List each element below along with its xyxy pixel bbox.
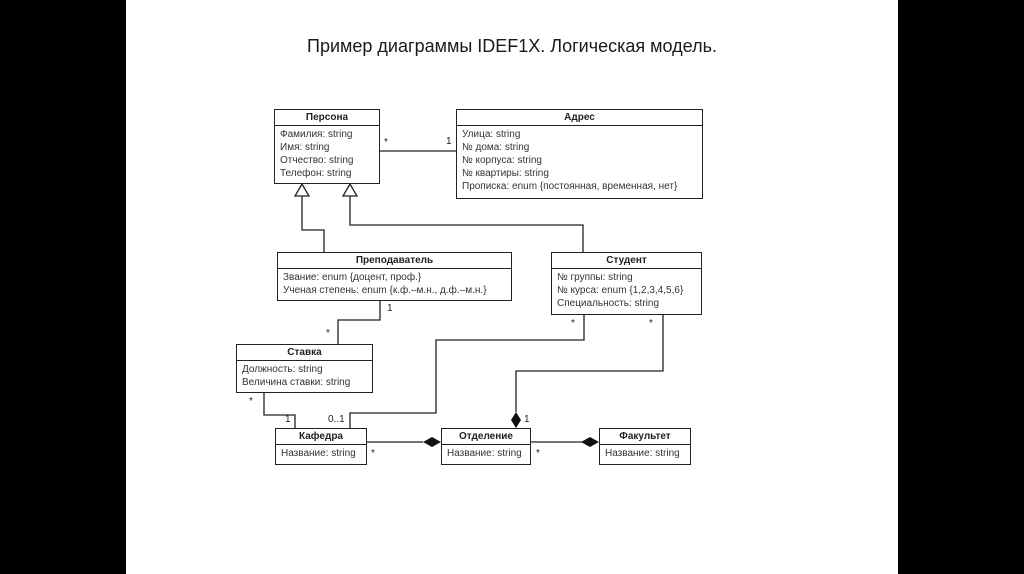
multiplicity-label: * (326, 328, 330, 339)
entity-stavka[interactable]: Ставка Должность: string Величина ставки… (236, 344, 373, 393)
entity-name: Студент (552, 253, 701, 269)
attribute: Прописка: enum {постоянная, временная, н… (462, 181, 678, 192)
attribute: Специальность: string (557, 298, 660, 309)
assoc-student-otdelenie (515, 314, 664, 412)
entity-name: Кафедра (276, 429, 366, 445)
slide-background (126, 0, 898, 574)
multiplicity-label: * (571, 318, 575, 329)
attribute: Отчество: string (280, 155, 354, 166)
entity-adres[interactable]: Адрес Улица: string № дома: string № кор… (456, 109, 703, 199)
entity-name: Адрес (457, 110, 702, 126)
multiplicity-label: 1 (524, 414, 530, 425)
attribute: № курса: enum {1,2,3,4,5,6} (557, 285, 684, 296)
composition-diamond-icon (511, 412, 521, 428)
assoc-student-kafedra (349, 314, 585, 428)
composition-diamond-icon (581, 437, 599, 447)
gen-prepodavatel-persona (301, 196, 325, 252)
entity-name: Преподаватель (278, 253, 511, 269)
entity-name: Факультет (600, 429, 690, 445)
multiplicity-label: 1 (285, 414, 291, 425)
slide-title: Пример диаграммы IDEF1X. Логическая моде… (307, 36, 717, 56)
generalization-arrow-icon (341, 182, 359, 197)
attribute: Должность: string (242, 364, 323, 375)
multiplicity-label: * (371, 448, 375, 459)
composition-diamond-icon (423, 437, 441, 447)
assoc-prepodavatel-stavka (337, 300, 381, 344)
attribute: Название: string (281, 448, 356, 459)
attribute: Улица: string (462, 129, 521, 140)
attribute: Звание: enum {доцент, проф.} (283, 272, 422, 283)
entity-otdelenie[interactable]: Отделение Название: string (441, 428, 531, 465)
multiplicity-label: 1 (446, 136, 452, 147)
attribute: № корпуса: string (462, 155, 542, 166)
entity-name: Ставка (237, 345, 372, 361)
multiplicity-label: * (649, 318, 653, 329)
multiplicity-label: * (249, 396, 253, 407)
entity-kafedra[interactable]: Кафедра Название: string (275, 428, 367, 465)
entity-persona[interactable]: Персона Фамилия: string Имя: string Отче… (274, 109, 380, 184)
multiplicity-label: 1 (387, 303, 393, 314)
entity-name: Отделение (442, 429, 530, 445)
multiplicity-label: * (536, 448, 540, 459)
multiplicity-label: * (384, 137, 388, 148)
entity-prepodavatel[interactable]: Преподаватель Звание: enum {доцент, проф… (277, 252, 512, 301)
attribute: Название: string (605, 448, 680, 459)
entity-name: Персона (275, 110, 379, 126)
attribute: Величина ставки: string (242, 377, 351, 388)
attribute: № дома: string (462, 142, 530, 153)
generalization-arrow-icon (293, 182, 311, 197)
attribute: Имя: string (280, 142, 330, 153)
multiplicity-label: 0..1 (328, 414, 345, 425)
entity-student[interactable]: Студент № группы: string № курса: enum {… (551, 252, 702, 315)
attribute: Фамилия: string (280, 129, 353, 140)
attribute: № квартиры: string (462, 168, 549, 179)
entity-fakultet[interactable]: Факультет Название: string (599, 428, 691, 465)
attribute: Название: string (447, 448, 522, 459)
attribute: № группы: string (557, 272, 633, 283)
attribute: Ученая степень: enum {к.ф.–м.н., д.ф.–м.… (283, 285, 487, 296)
assoc-stavka-kafedra (263, 392, 296, 428)
attribute: Телефон: string (280, 168, 352, 179)
gen-student-persona (349, 196, 584, 252)
